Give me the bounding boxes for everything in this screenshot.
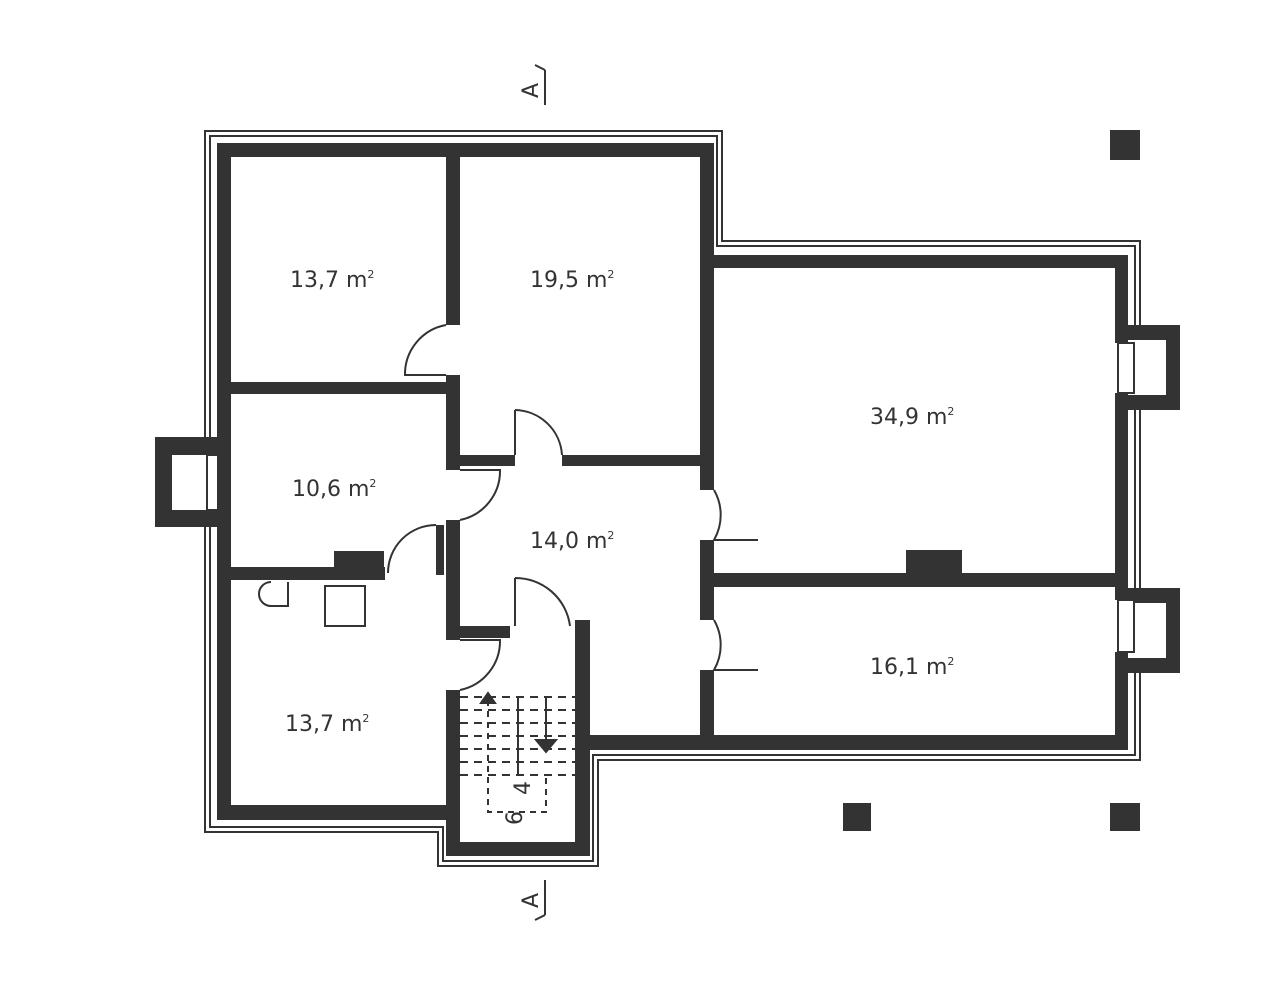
stair-label: 4 [511,781,536,795]
column [1110,803,1140,831]
svg-text:10,6 m2: 10,6 m2 [292,477,376,502]
washbasin [258,581,289,607]
stair-up-arrow-icon [479,691,497,704]
outer-outline-inner [209,135,1136,862]
door-swings [387,324,758,691]
svg-text:13,7 m2: 13,7 m2 [290,268,374,293]
svg-text:A: A [519,893,544,908]
room-label: 10,6 m2 [292,477,376,502]
window-right-top [1117,342,1135,394]
column [1110,130,1140,160]
section-marker-top: A [519,64,546,105]
svg-text:19,5 m2: 19,5 m2 [530,268,614,293]
room-label: 16,1 m2 [870,655,954,680]
svg-text:14,0 m2: 14,0 m2 [530,529,614,554]
stair-down-arrow-icon [533,739,559,754]
room-label: 14,0 m2 [530,529,614,554]
section-marker-bottom: A [519,880,546,921]
room-label: 13,7 m2 [290,268,374,293]
svg-text:A: A [519,83,544,98]
column [843,803,871,831]
walls [217,143,1128,856]
svg-text:13,7 m2: 13,7 m2 [285,712,369,737]
shower-tray [324,585,366,627]
svg-text:16,1 m2: 16,1 m2 [870,655,954,680]
svg-text:34,9 m2: 34,9 m2 [870,405,954,430]
room-label: 13,7 m2 [285,712,369,737]
staircase [460,691,575,813]
stair-label: 6 [503,811,528,825]
room-label: 19,5 m2 [530,268,614,293]
room-label: 34,9 m2 [870,405,954,430]
radiator [334,551,384,568]
outer-outline [204,130,1141,867]
radiator [906,550,962,573]
window-right-bottom [1117,599,1135,653]
